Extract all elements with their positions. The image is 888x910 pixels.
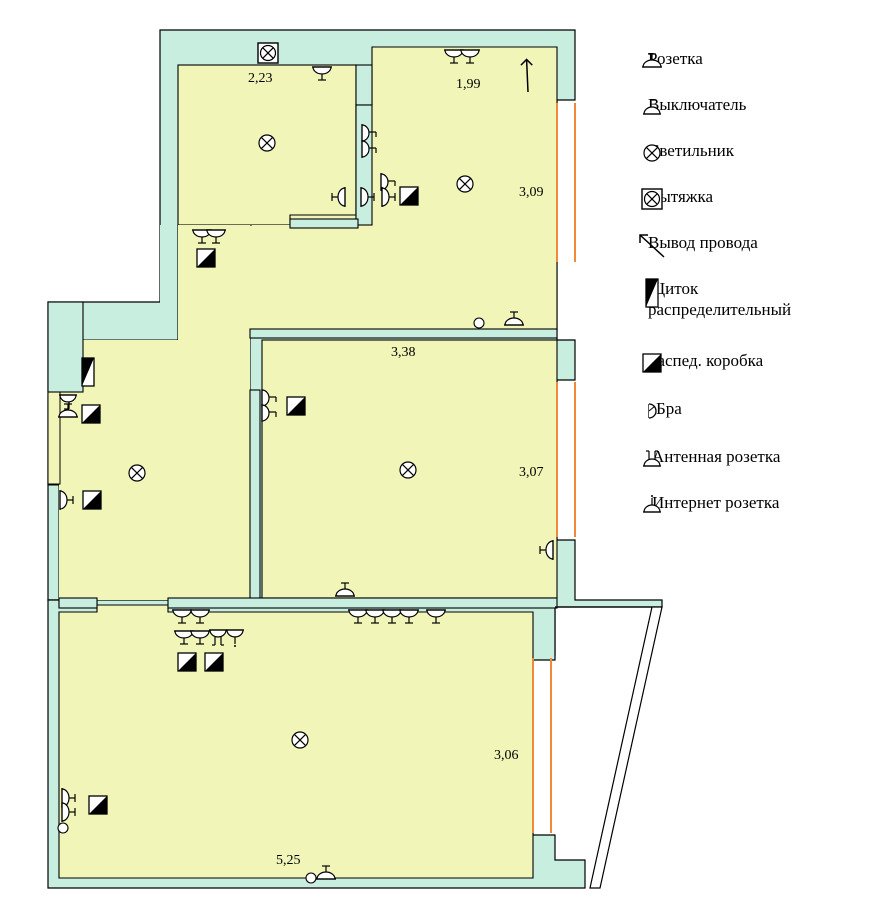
junction-box-icon xyxy=(88,795,108,815)
legend-item-socket: Розетка xyxy=(628,48,703,69)
legend-item-panel: Щиток распределительный xyxy=(628,278,791,320)
legend-label: Щиток распределительный xyxy=(648,279,792,319)
dimension-labels: 2,23 1,99 3,09 3,38 3,07 3,06 5,25 xyxy=(248,71,544,868)
light-fixture-icon xyxy=(473,317,485,329)
legend-label: Выключатель xyxy=(648,95,747,114)
dim-bedroom-top: 1,99 xyxy=(456,77,481,92)
balcony xyxy=(555,606,663,889)
switch-icon xyxy=(642,99,662,115)
legend-item-jbox: Распед. коробка xyxy=(628,350,764,373)
legend-label: Розетка xyxy=(648,49,703,68)
legend-label: Вывод провода xyxy=(648,233,758,252)
legend-item-sconce: Бра xyxy=(628,398,682,419)
junction-box-icon xyxy=(286,396,306,416)
extractor-fan-icon xyxy=(257,42,279,64)
light-fixture-icon xyxy=(399,461,417,479)
junction-box-icon xyxy=(642,353,662,373)
light-fixture-icon xyxy=(128,464,146,482)
distribution-panel-icon xyxy=(645,278,659,308)
light-fixture-icon xyxy=(305,872,317,884)
distribution-panel-icon xyxy=(81,357,95,387)
dim-bedroom-right: 3,09 xyxy=(519,185,544,200)
legend-label: Интернет розетка xyxy=(652,493,780,512)
junction-box-icon xyxy=(81,404,101,424)
junction-box-icon xyxy=(82,490,102,510)
legend-item-antenna: Антенная розетка xyxy=(628,446,780,467)
junction-box-icon xyxy=(177,652,197,672)
light-fixture-icon xyxy=(57,822,69,834)
legend-label: Бра xyxy=(656,399,682,418)
junction-box-icon xyxy=(399,186,419,206)
dim-living-right: 3,06 xyxy=(494,748,519,763)
legend-item-light: Светильник xyxy=(628,140,735,162)
sconce-icon xyxy=(648,403,657,419)
legend-item-switch: Выключатель xyxy=(628,94,746,115)
windows xyxy=(532,103,576,833)
junction-box-icon xyxy=(204,652,224,672)
dim-middle-wall: 3,38 xyxy=(391,345,416,360)
antenna-socket-icon xyxy=(642,450,662,467)
legend-label: Распед. коробка xyxy=(648,351,764,370)
legend-label: Светильник xyxy=(648,141,735,160)
wire-outlet-icon xyxy=(639,234,665,258)
legend-label: Антенная розетка xyxy=(652,447,781,466)
light-fixture-icon xyxy=(258,134,276,152)
dim-room2-right: 3,07 xyxy=(519,465,544,480)
internet-socket-icon xyxy=(642,494,662,513)
legend-label: Вытяжка xyxy=(648,187,714,206)
light-fixture-icon xyxy=(643,144,661,162)
legend-item-wire: Вывод провода xyxy=(628,232,758,258)
electrical-symbols xyxy=(57,42,554,884)
dim-living-bottom: 5,25 xyxy=(276,853,301,868)
socket-icon xyxy=(641,53,663,68)
extractor-fan-icon xyxy=(641,188,663,210)
legend-item-internet: Интернет розетка xyxy=(628,492,779,513)
legend-item-extractor: Вытяжка xyxy=(628,186,714,210)
floors xyxy=(47,46,558,879)
light-fixture-icon xyxy=(291,731,309,749)
light-fixture-icon xyxy=(456,175,474,193)
junction-box-icon xyxy=(196,248,216,268)
dim-kitchen-top: 2,23 xyxy=(248,71,273,86)
